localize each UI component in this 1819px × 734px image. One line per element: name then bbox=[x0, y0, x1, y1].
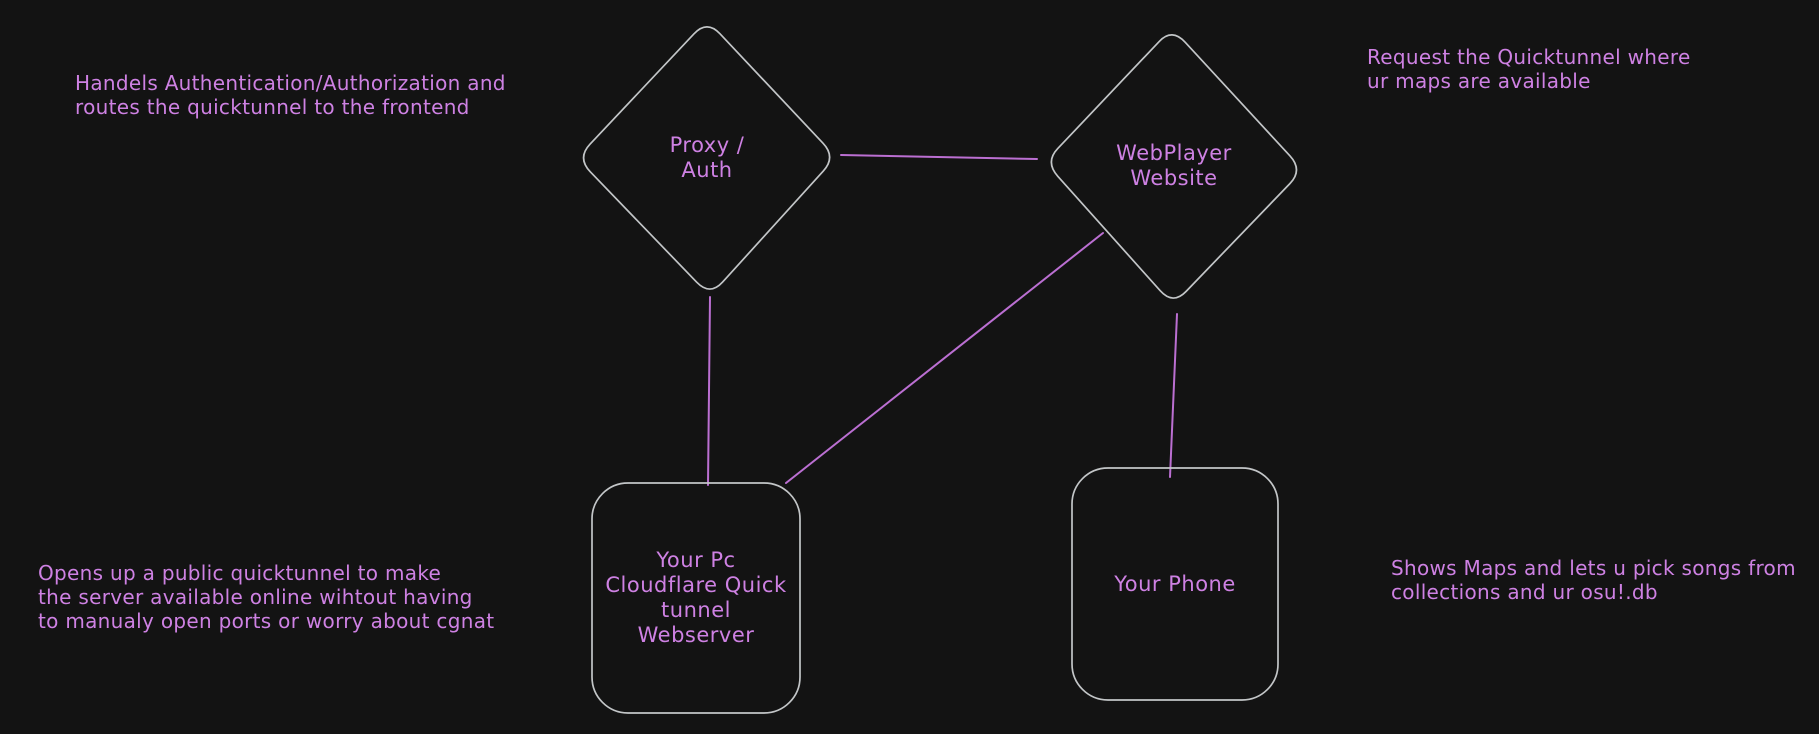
webplayer-note: Request the Quicktunnel where ur maps ar… bbox=[1367, 45, 1691, 93]
webserver-note: Opens up a public quicktunnel to make th… bbox=[38, 561, 495, 633]
proxy-auth-label: Proxy / Auth bbox=[669, 133, 745, 182]
webplayer-website-label: WebPlayer Website bbox=[1116, 141, 1232, 190]
phone-note: Shows Maps and lets u pick songs from co… bbox=[1391, 556, 1796, 604]
proxy-auth-diamond bbox=[582, 26, 831, 290]
proxy-auth-note: Handels Authentication/Authorization and… bbox=[75, 71, 506, 119]
your-phone-box bbox=[1071, 467, 1279, 701]
your-phone-label: Your Phone bbox=[1114, 571, 1236, 596]
edge-webplayer-webserver bbox=[785, 232, 1104, 484]
pc-webserver-label: Your Pc Cloudflare Quick tunnel Webserve… bbox=[605, 548, 787, 647]
pc-webserver-box bbox=[591, 482, 801, 714]
edge-proxy-webplayer bbox=[840, 154, 1038, 160]
edge-webplayer-phone bbox=[1169, 313, 1178, 478]
edge-proxy-webserver bbox=[707, 296, 711, 486]
webplayer-website-diamond bbox=[1050, 34, 1298, 299]
